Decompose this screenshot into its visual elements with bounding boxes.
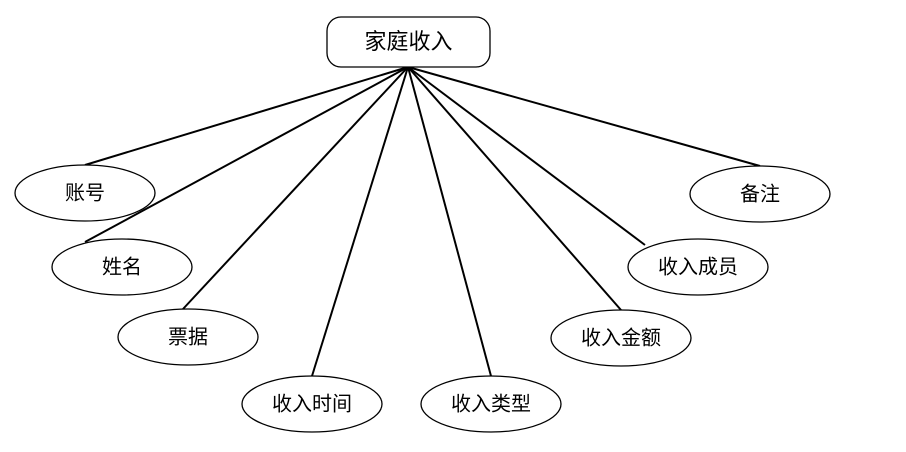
attribute-label-income-member: 收入成员 xyxy=(658,255,738,279)
attribute-ellipse-income-amount xyxy=(550,309,692,367)
entity-node: 家庭收入 xyxy=(326,16,491,68)
connector-line-income-time xyxy=(311,66,409,377)
connector-line-income-amount xyxy=(407,66,622,311)
connector-line-remark xyxy=(407,66,761,167)
attribute-node-remark: 备注 xyxy=(689,165,831,223)
attribute-node-name: 姓名 xyxy=(51,238,193,296)
entity-box xyxy=(326,16,491,68)
attribute-node-income-amount: 收入金额 xyxy=(550,309,692,367)
attribute-label-name: 姓名 xyxy=(102,255,142,279)
entity-label: 家庭收入 xyxy=(364,30,452,55)
connector-line-income-type xyxy=(407,66,492,377)
attribute-node-income-member: 收入成员 xyxy=(627,238,769,296)
attribute-node-receipt: 票据 xyxy=(117,308,259,366)
attribute-node-account: 账号 xyxy=(14,164,156,222)
connector-line-account xyxy=(84,66,409,166)
attribute-ellipse-account xyxy=(14,164,156,222)
attribute-label-account: 账号 xyxy=(65,181,105,205)
attribute-ellipse-receipt xyxy=(117,308,259,366)
attribute-label-income-time: 收入时间 xyxy=(272,392,352,416)
attribute-label-income-amount: 收入金额 xyxy=(581,326,661,350)
attribute-ellipse-income-time xyxy=(241,375,383,433)
connector-line-income-member xyxy=(407,66,646,246)
attribute-ellipse-income-member xyxy=(627,238,769,296)
attribute-ellipse-remark xyxy=(689,165,831,223)
connector-line-name xyxy=(84,66,409,243)
attribute-label-receipt: 票据 xyxy=(168,325,208,349)
attribute-node-income-type: 收入类型 xyxy=(420,375,562,433)
attribute-ellipse-income-type xyxy=(420,375,562,433)
attribute-label-remark: 备注 xyxy=(740,182,780,206)
connector-lines xyxy=(84,66,761,377)
attribute-ellipse-name xyxy=(51,238,193,296)
attribute-node-income-time: 收入时间 xyxy=(241,375,383,433)
connector-line-receipt xyxy=(182,66,409,310)
attribute-label-income-type: 收入类型 xyxy=(451,392,531,416)
